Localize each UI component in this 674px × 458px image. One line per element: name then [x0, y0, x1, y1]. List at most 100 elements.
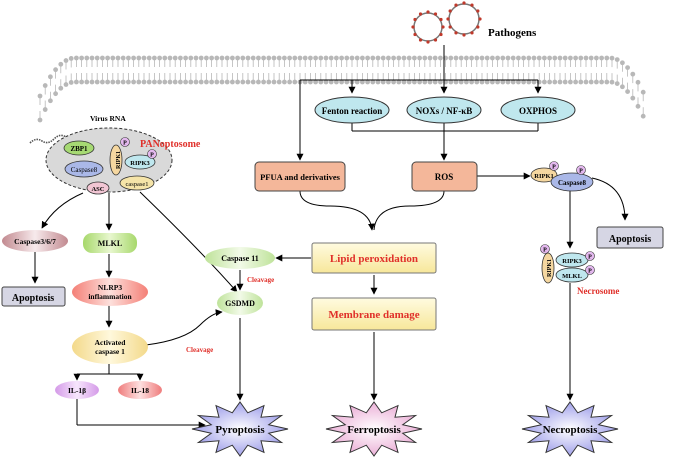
lipid-head: [640, 89, 646, 95]
mlkl-left-label: MLKL: [98, 239, 122, 248]
lipid-head: [635, 79, 641, 85]
lipid-head: [110, 79, 116, 85]
lipid-head: [568, 79, 573, 85]
lipid-head: [453, 79, 459, 85]
panoptosome-complex: ZBP1 Caspase8 ASC RIPK1 RIPK3 caspase1 P…: [45, 127, 201, 195]
lipid-head: [620, 84, 625, 90]
lipid-head: [308, 79, 313, 85]
lipid-head: [531, 79, 537, 85]
lipid-head: [318, 55, 324, 61]
lipid-head: [479, 55, 485, 61]
pathogen-spike: [448, 25, 452, 29]
lipid-head: [328, 55, 334, 61]
lipid-head: [94, 55, 100, 61]
lipid-head: [604, 79, 610, 85]
lipid-head: [448, 79, 454, 85]
lipid-head: [235, 79, 241, 85]
lipid-head: [224, 55, 230, 61]
apoptosis-right-label: Apoptosis: [609, 234, 651, 245]
lipid-head: [48, 74, 53, 80]
pathogens-label: Pathogens: [488, 27, 537, 39]
lipid-head: [391, 55, 396, 61]
lipid-head: [588, 55, 594, 61]
cleavage-top-label: Cleavage: [247, 276, 274, 284]
lipid-head: [214, 79, 220, 85]
pathogen-spike: [470, 31, 474, 35]
lipid-head: [230, 79, 235, 85]
lipid-head: [620, 60, 625, 66]
lipid-head: [178, 55, 183, 61]
lipid-head: [479, 79, 485, 85]
lipid-head: [125, 55, 131, 61]
lipid-head: [500, 79, 506, 85]
pathogen-spike: [413, 17, 417, 22]
lipid-head: [386, 79, 391, 85]
lipid-head: [282, 55, 287, 61]
lipid-head: [583, 55, 589, 61]
lipid-head: [115, 79, 121, 85]
lipid-head: [406, 55, 412, 61]
lipid-head: [469, 55, 474, 61]
lipid-head: [552, 79, 558, 85]
p-badge-right-ripk1: P: [552, 165, 556, 171]
lipid-head: [599, 55, 604, 61]
lipid-head: [313, 79, 318, 85]
lipid-head: [349, 55, 355, 61]
lipid-head: [63, 82, 69, 87]
nox-node: NOXs / NF-κB: [406, 96, 482, 124]
caspase8-complex-label: Caspase8: [71, 166, 98, 174]
lipid-head: [276, 55, 282, 61]
lipid-head: [547, 55, 552, 61]
caspase1-complex-label: caspase1: [125, 181, 148, 188]
p-badge-right-caspase8: P: [579, 169, 583, 175]
lipid-head: [256, 79, 261, 85]
lipid-head: [74, 55, 79, 61]
lipid-head: [396, 55, 402, 61]
lipid-head: [438, 79, 443, 85]
lipid-head: [125, 79, 131, 85]
lipid-head: [68, 80, 74, 85]
pathogen-spike: [433, 38, 438, 42]
lipid-head: [167, 79, 173, 85]
lipid-head: [557, 55, 563, 61]
lipid-head: [464, 55, 469, 61]
pyroptosis-label: Pyroptosis: [215, 424, 265, 436]
nlrp3-node: NLRP3 inflammation: [72, 278, 148, 306]
lipid-head: [391, 79, 396, 85]
lipid-head: [167, 55, 173, 61]
lipid-head: [562, 79, 568, 85]
lipid-head: [510, 55, 516, 61]
cell-membrane: [37, 55, 646, 123]
necrosome-label: Necrosome: [577, 286, 619, 296]
lipid-head: [183, 79, 189, 85]
lipid-head: [146, 79, 152, 85]
lipid-head: [115, 55, 121, 61]
pathogen-spike: [462, 1, 466, 5]
lipid-head: [510, 79, 516, 85]
lipid-head: [578, 55, 584, 61]
lipid-head: [131, 55, 137, 61]
lipid-head: [427, 55, 433, 61]
cleavage-bottom-label: Cleavage: [186, 346, 213, 354]
lipid-head: [266, 79, 272, 85]
lipid-head: [193, 55, 199, 61]
caspase11-label: Caspase 11: [221, 254, 259, 263]
il1b-node: IL-1β: [55, 381, 99, 399]
lipid-head: [120, 55, 126, 61]
lipid-head: [630, 71, 636, 77]
lipid-head: [48, 98, 53, 104]
lipid-head: [469, 79, 474, 85]
lipid-head: [37, 93, 43, 99]
lipid-head: [495, 55, 500, 61]
lipid-head: [495, 79, 500, 85]
lipid-head: [256, 55, 261, 61]
lipid-head: [625, 65, 630, 71]
pathogen-spike: [441, 25, 445, 29]
lipid-head: [105, 79, 110, 85]
lipid-head: [250, 79, 256, 85]
lipid-head: [287, 79, 292, 85]
lipid-head: [172, 55, 178, 61]
necrosome-complex: RIPK1 P RIPK3 P MLKL P: [540, 244, 595, 284]
lipid-head: [604, 55, 610, 61]
